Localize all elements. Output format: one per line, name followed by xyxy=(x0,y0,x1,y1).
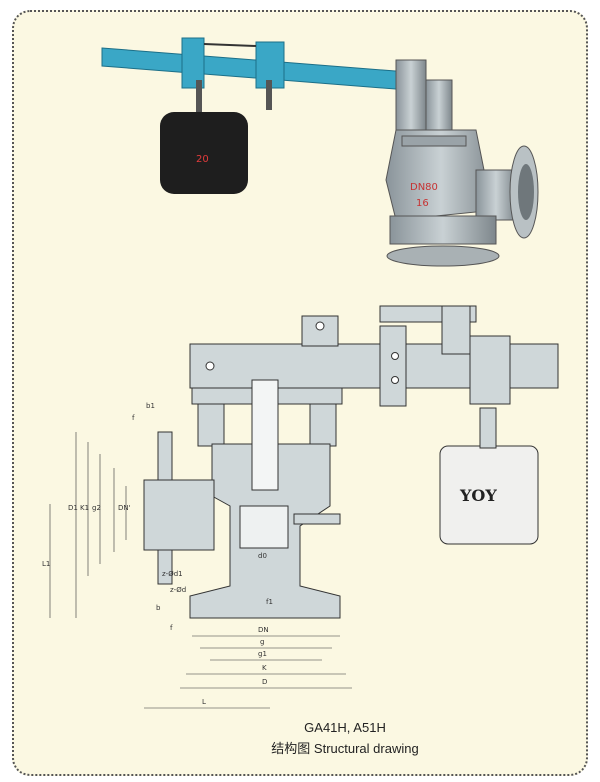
valve-marking-dn: DN80 xyxy=(410,182,438,193)
structural-drawing: YOY b1 f D1 K1 g2 DN' L1 z-Ød1 z-Ød b f … xyxy=(42,305,559,709)
dim-f1: f1 xyxy=(266,598,273,606)
valve-marking-pn: 16 xyxy=(416,198,429,209)
dim-D: D xyxy=(262,678,267,686)
dim-z-d: z-Ød xyxy=(170,586,186,594)
lever-arm xyxy=(101,47,409,91)
dim-g: g xyxy=(260,638,264,646)
dim-D1: D1 xyxy=(68,504,78,512)
weight-brand: YOY xyxy=(459,486,497,505)
model-caption: GA41H, A51H xyxy=(304,720,386,735)
dim-g1: g1 xyxy=(258,650,267,658)
weight-number: 20 xyxy=(196,154,209,165)
dim-f-top: f xyxy=(132,414,135,422)
dim-L: L xyxy=(202,698,206,706)
dim-K1: K1 xyxy=(80,504,89,512)
dim-d0: d0 xyxy=(258,552,267,560)
drawing-title: 结构图 Structural drawing xyxy=(271,741,419,756)
dim-z-d1: z-Ød1 xyxy=(162,570,183,578)
dim-b: b xyxy=(156,604,161,612)
dim-b1: b1 xyxy=(146,402,155,410)
valve-photo: 20 DN80 16 xyxy=(101,37,539,267)
dim-K: K xyxy=(262,664,267,672)
dim-g2: g2 xyxy=(92,504,101,512)
dim-DN-prime: DN' xyxy=(118,504,131,512)
dim-f: f xyxy=(170,624,173,632)
dim-L1: L1 xyxy=(42,560,50,568)
dim-DN: DN xyxy=(258,626,269,634)
weight-block xyxy=(160,112,248,194)
